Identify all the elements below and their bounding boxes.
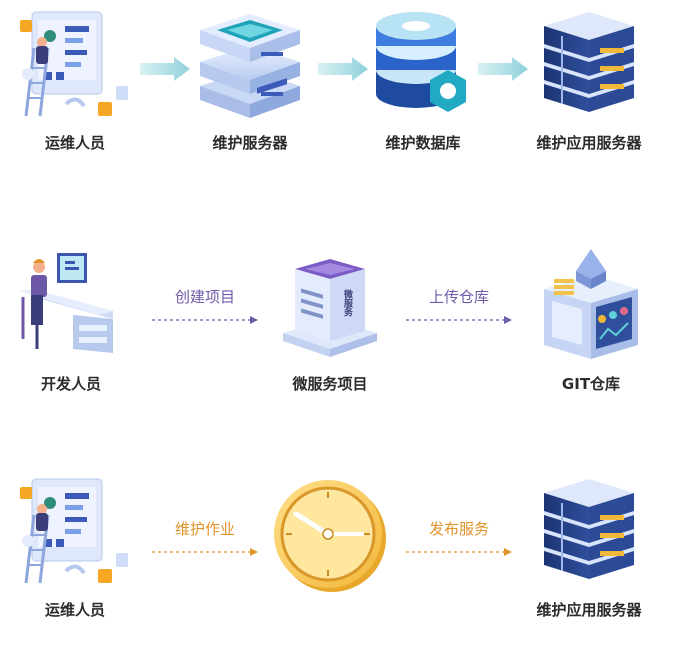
app-server-icon: [534, 8, 644, 118]
app-server-node-1: 维护应用服务器: [534, 8, 644, 153]
dashed-arrow: [406, 548, 512, 556]
git-repo-icon: [536, 249, 646, 359]
ops-person-icon: [20, 8, 130, 118]
node-label: 维护应用服务器: [536, 134, 642, 152]
server-node: 维护服务器: [195, 8, 305, 153]
app-server-icon: [534, 475, 644, 585]
clock-node: [272, 478, 388, 594]
node-label: GIT仓库: [561, 375, 621, 393]
dashed-arrow: [152, 548, 258, 556]
dashed-arrow: [152, 316, 258, 324]
connector-label: 维护作业: [174, 520, 235, 538]
connector-label: 创建项目: [174, 288, 235, 306]
database-node: 维护数据库: [368, 8, 478, 153]
node-label: 维护数据库: [385, 134, 461, 152]
node-label: 维护服务器: [212, 134, 288, 152]
connector: 创建项目: [152, 286, 258, 325]
node-label: 运维人员: [44, 134, 105, 152]
node-label: 开发人员: [40, 375, 101, 393]
git-repo-node: GIT仓库: [536, 249, 646, 394]
developer-desk-icon: [13, 249, 129, 359]
connector-label: 发布服务: [428, 520, 489, 538]
connector: 发布服务: [406, 518, 512, 557]
ops-person-node-2: 运维人员: [20, 475, 130, 620]
connector: 上传仓库: [406, 286, 512, 325]
app-server-node-2: 维护应用服务器: [534, 475, 644, 620]
node-label: 维护应用服务器: [536, 601, 642, 619]
microservice-icon: 微服务: [275, 249, 385, 359]
developer-node: 开发人员: [13, 249, 129, 394]
microservice-text: 微服务: [342, 288, 354, 317]
node-label: 运维人员: [44, 601, 105, 619]
node-label: 微服务项目: [292, 375, 368, 393]
ops-person-node-1: 运维人员: [20, 8, 130, 153]
ops-person-icon: [20, 475, 130, 585]
flow-arrow: [318, 57, 368, 81]
server-icon: [195, 8, 305, 118]
connector: 维护作业: [152, 518, 258, 557]
connector-label: 上传仓库: [428, 288, 489, 306]
dashed-arrow: [406, 316, 512, 324]
clock-icon: [272, 478, 388, 594]
database-icon: [368, 8, 478, 118]
flow-arrow: [478, 57, 528, 81]
microservice-node: 微服务 微服务项目: [275, 249, 385, 394]
flow-arrow: [140, 57, 190, 81]
